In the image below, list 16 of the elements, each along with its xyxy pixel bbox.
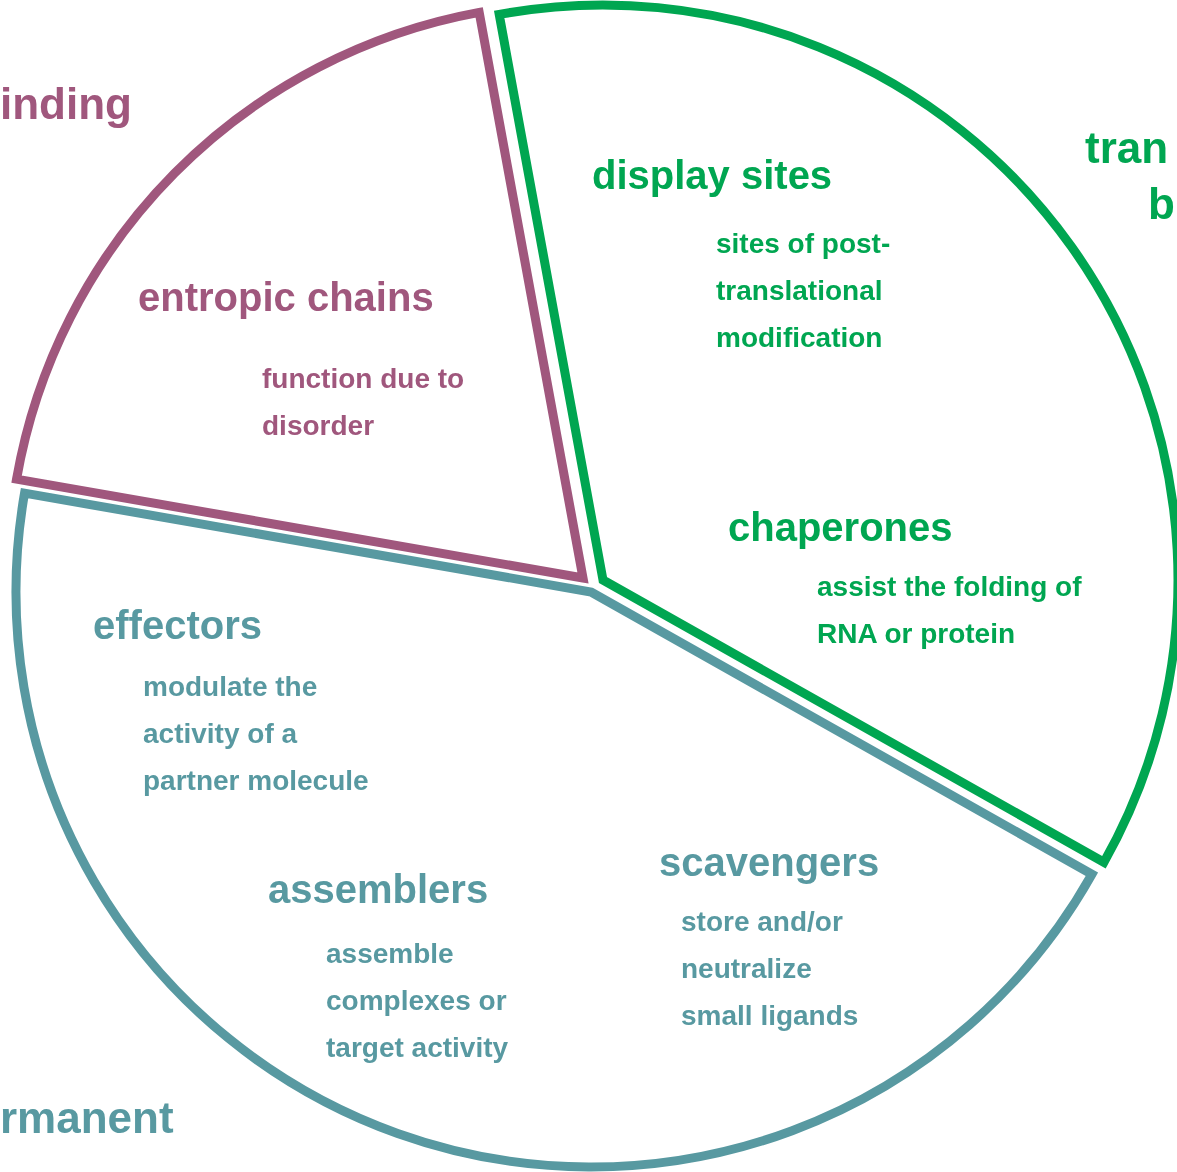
category-description: assist the folding of RNA or protein: [817, 570, 1082, 651]
cut-off-label: tran: [1085, 122, 1169, 174]
cut-off-label: inding: [0, 78, 132, 130]
cut-off-label: rmanent: [0, 1092, 174, 1144]
category-heading: assemblers: [268, 866, 489, 913]
category-heading: scavengers: [659, 839, 880, 886]
category-description: assemble complexes or target activity: [326, 937, 510, 1065]
category-description: function due to disorder: [262, 362, 466, 443]
category-heading: display sites: [592, 152, 833, 199]
category-heading: entropic chains: [138, 274, 434, 321]
category-description: store and/or neutralize small ligands: [681, 905, 860, 1033]
cut-off-label: b: [1148, 178, 1175, 230]
category-description: sites of post-translational modification: [716, 227, 892, 355]
category-heading: chaperones: [728, 504, 953, 551]
category-heading: effectors: [93, 602, 262, 649]
category-description: modulate the activity of a partner molecule: [143, 670, 370, 798]
